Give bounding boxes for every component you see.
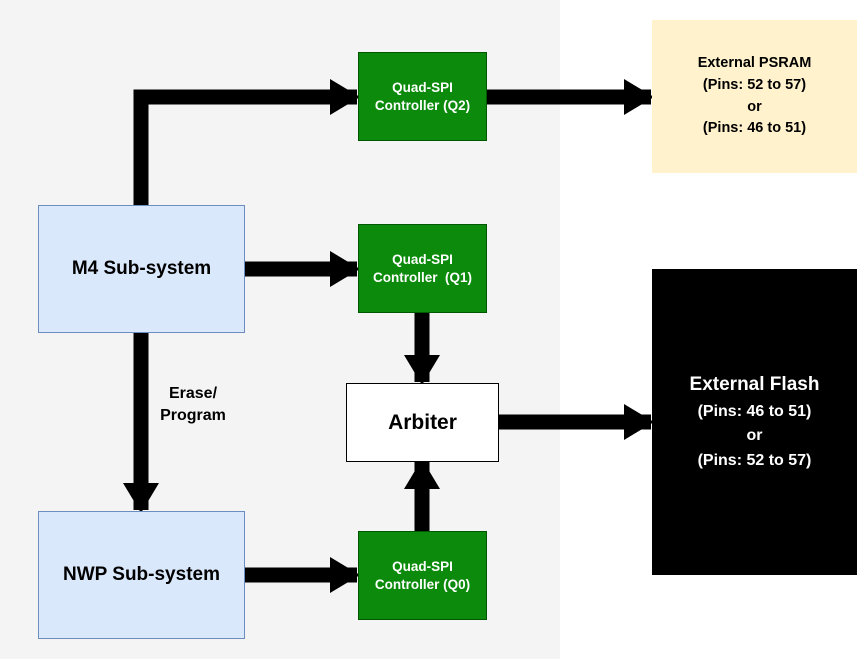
- external-psram-node: External PSRAM (Pins: 52 to 57) or (Pins…: [652, 20, 857, 173]
- flash-pins-b: (Pins: 52 to 57): [697, 452, 812, 470]
- qspi-controller-q2-node: Quad-SPI Controller (Q2): [358, 52, 487, 141]
- qspi-controller-q0-node: Quad-SPI Controller (Q0): [358, 531, 487, 620]
- qspi-q2-line2: Controller (Q2): [374, 97, 471, 113]
- qspi-q0-line2: Controller (Q0): [374, 576, 471, 592]
- erase-label-line1: Erase/: [168, 385, 218, 402]
- arbiter-label: Arbiter: [388, 410, 457, 434]
- m4-subsystem-node: M4 Sub-system: [38, 205, 245, 333]
- erase-label-line2: Program: [160, 407, 226, 425]
- external-flash-node: External Flash (Pins: 46 to 51) or (Pins…: [652, 269, 857, 575]
- flash-or: or: [746, 427, 763, 445]
- qspi-q1-line2: Controller (Q1): [372, 269, 472, 285]
- erase-program-label: Erase/ Program: [147, 383, 239, 428]
- qspi-q0-line1: Quad-SPI: [392, 558, 453, 574]
- nwp-subsystem-label: NWP Sub-system: [63, 563, 220, 585]
- arbiter-node: Arbiter: [346, 383, 499, 462]
- flash-pins-a: (Pins: 46 to 51): [697, 402, 812, 420]
- qspi-q2-line1: Quad-SPI: [392, 79, 453, 95]
- psram-pins-b: (Pins: 46 to 51): [702, 120, 807, 137]
- psram-pins-a: (Pins: 52 to 57): [702, 76, 807, 93]
- qspi-controller-q1-node: Quad-SPI Controller (Q1): [358, 224, 487, 313]
- psram-title: External PSRAM: [697, 55, 812, 71]
- psram-or: or: [747, 98, 762, 115]
- edge-m4-to-q2: [133, 79, 360, 205]
- flash-title: External Flash: [689, 374, 820, 396]
- nwp-subsystem-node: NWP Sub-system: [38, 511, 245, 639]
- m4-subsystem-label: M4 Sub-system: [71, 257, 212, 279]
- qspi-q1-line1: Quad-SPI: [392, 251, 453, 267]
